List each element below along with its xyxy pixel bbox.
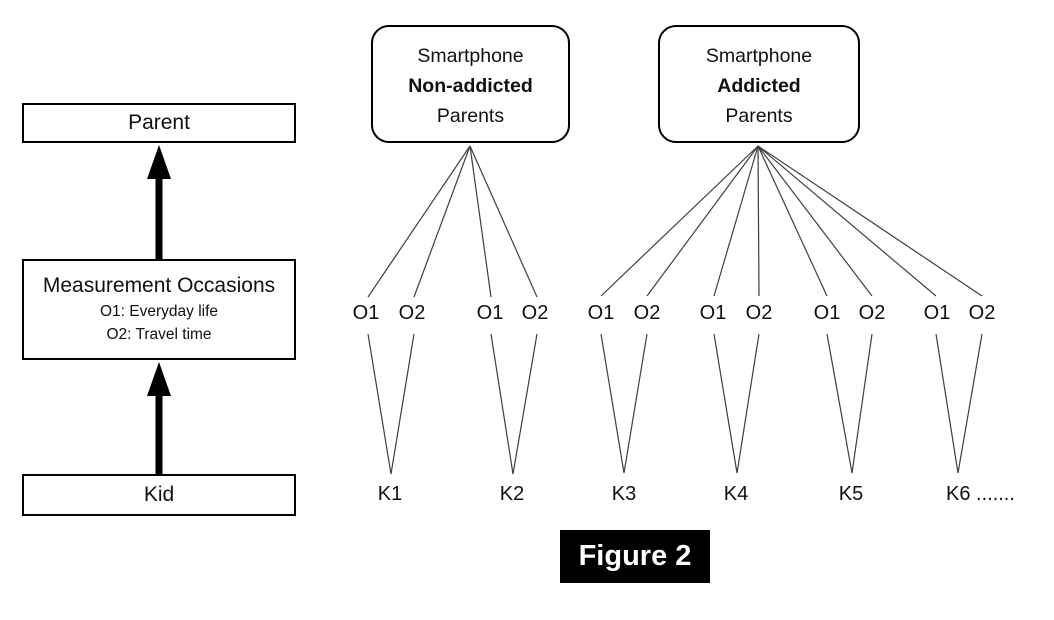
occasion-label: O1 [813,302,841,324]
kid-label: K3 [611,483,637,505]
parent-box: Parent [22,103,296,143]
group-box-addicted: Smartphone Addicted Parents [658,25,860,143]
group-box-line2: Addicted [717,75,801,97]
occasion-label: O2 [858,302,886,324]
measurement-box-o2-line: O2: Travel time [106,326,212,343]
measurement-occasions-box: Measurement Occasions O1: Everyday life … [22,259,296,360]
occasion-label: O1 [923,302,951,324]
group-box-line3: Parents [436,105,505,127]
group-box-line2: Non-addicted [408,75,533,97]
kid-box: Kid [22,474,296,516]
group-box-line1: Smartphone [705,45,813,67]
kid-label: K1 [377,483,403,505]
kid-connector-lines [367,333,983,475]
occasion-label: O1 [587,302,615,324]
occasion-label: O2 [968,302,996,324]
kid-label: K5 [838,483,864,505]
occasion-label: O1 [476,302,504,324]
parent-box-label: Parent [128,111,190,134]
kid-box-label: Kid [143,483,175,506]
occasion-label: O2 [521,302,549,324]
kid-label: K4 [723,483,749,505]
kid-label: K6 ....... [946,483,1015,505]
figure-caption: Figure 2 [560,530,710,583]
occasion-label: O1 [352,302,380,324]
occasion-label: O1 [699,302,727,324]
kid-label: K2 [499,483,525,505]
figure-caption-text: Figure 2 [578,540,692,572]
fan-lines-addicted [600,145,983,297]
occasion-label: O2 [398,302,426,324]
measurement-box-o1-line: O1: Everyday life [99,303,219,320]
occasion-label: O2 [633,302,661,324]
occasion-label: O2 [745,302,773,324]
arrow-kid-to-measurement [147,362,171,474]
group-box-line1: Smartphone [417,45,524,67]
group-box-line3: Parents [725,105,793,127]
arrow-measurement-to-parent [147,145,171,259]
measurement-box-title: Measurement Occasions [42,274,276,297]
group-box-non-addicted: Smartphone Non-addicted Parents [371,25,570,143]
fan-lines-non-addicted [367,145,538,298]
